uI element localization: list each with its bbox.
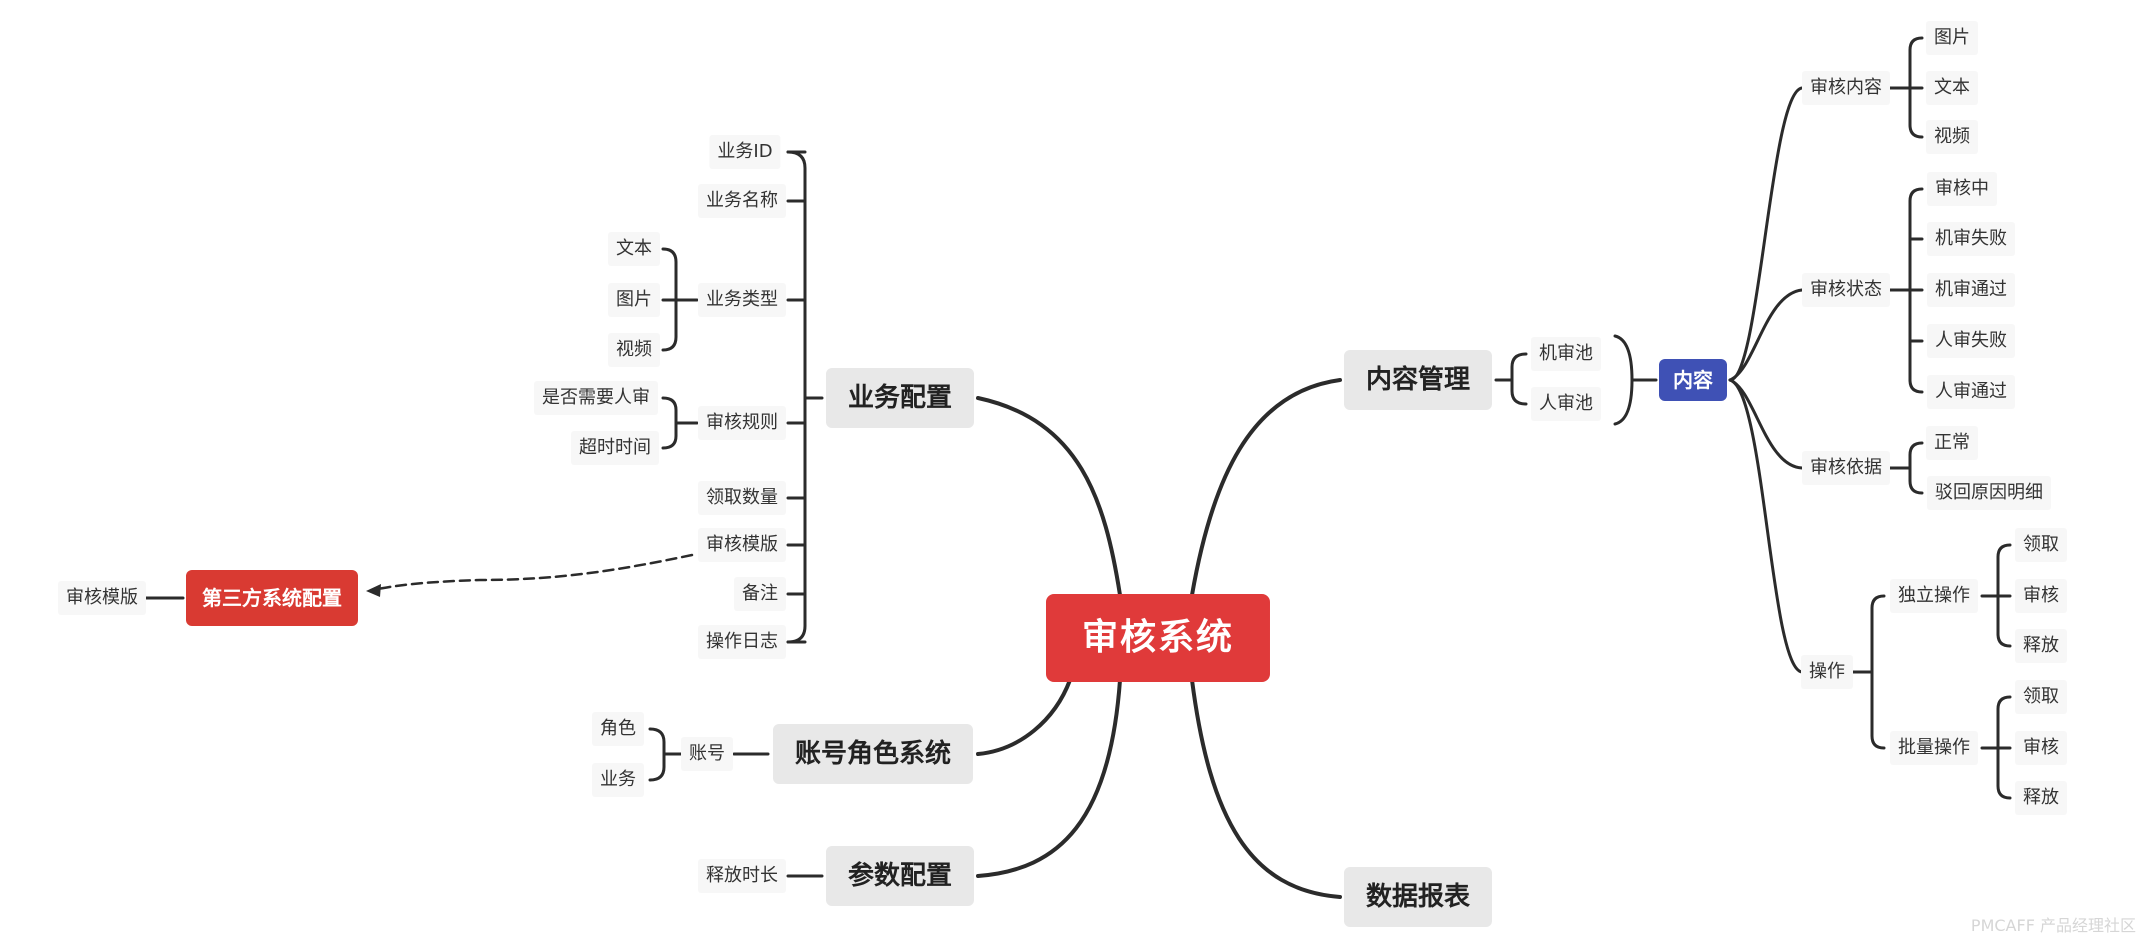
link-root-content (1190, 378, 1342, 597)
link-root-reports (1190, 678, 1342, 899)
topic-third-party-config[interactable]: 第三方系统配置 (186, 570, 358, 626)
subtopic-audit-status[interactable]: 审核状态 (1802, 273, 1890, 307)
subtopic-single-review[interactable]: 审核 (2015, 579, 2067, 613)
subtopic-manual-pool[interactable]: 人审池 (1531, 387, 1601, 421)
subtopic-batch-operation[interactable]: 批量操作 (1890, 731, 1978, 765)
link-content-operation (1728, 378, 1804, 674)
subtopic-account[interactable]: 账号 (681, 737, 733, 771)
subtopic-type-image[interactable]: 图片 (608, 283, 660, 317)
subtopic-claim-count[interactable]: 领取数量 (698, 481, 786, 515)
subtopic-single-release[interactable]: 释放 (2015, 629, 2067, 663)
subtopic-need-manual-review[interactable]: 是否需要人审 (534, 381, 658, 415)
subtopic-content-video[interactable]: 视频 (1926, 120, 1978, 154)
topic-account-role-system[interactable]: 账号角色系统 (772, 724, 974, 784)
subtopic-status-manual-fail[interactable]: 人审失败 (1927, 324, 2015, 358)
subtopic-status-machine-pass[interactable]: 机审通过 (1927, 273, 2015, 307)
subtopic-business-id[interactable]: 业务ID (709, 135, 781, 169)
bracket-rules (661, 396, 678, 450)
dashed-link-template-third-party (370, 553, 694, 592)
subtopic-audit-template[interactable]: 审核模版 (698, 528, 786, 562)
bracket-business (786, 150, 807, 644)
subtopic-batch-claim[interactable]: 领取 (2015, 680, 2067, 714)
subtopic-operation[interactable]: 操作 (1801, 655, 1853, 689)
subtopic-single-claim[interactable]: 领取 (2015, 528, 2067, 562)
subtopic-status-manual-pass[interactable]: 人审通过 (1927, 375, 2015, 409)
subtopic-third-party-template[interactable]: 审核模版 (58, 581, 146, 615)
subtopic-audit-basis[interactable]: 审核依据 (1802, 451, 1890, 485)
subtopic-type-text[interactable]: 文本 (608, 232, 660, 266)
subtopic-batch-release[interactable]: 释放 (2015, 781, 2067, 815)
subtopic-business-name[interactable]: 业务名称 (698, 184, 786, 218)
subtopic-operation-log[interactable]: 操作日志 (698, 625, 786, 659)
topic-param-config[interactable]: 参数配置 (825, 846, 975, 906)
arrowhead-icon (366, 584, 381, 597)
link-root-account (976, 678, 1072, 756)
subtopic-release-duration[interactable]: 释放时长 (698, 859, 786, 893)
subtopic-single-operation[interactable]: 独立操作 (1890, 579, 1978, 613)
bracket-audit-basis (1908, 441, 1924, 495)
subtopic-type-video[interactable]: 视频 (608, 333, 660, 367)
link-content-audit-content (1728, 86, 1804, 382)
link-content-audit-status (1728, 288, 1804, 382)
subtopic-content-text[interactable]: 文本 (1926, 71, 1978, 105)
subtopic-basis-normal[interactable]: 正常 (1926, 426, 1978, 460)
subtopic-remark[interactable]: 备注 (734, 577, 786, 611)
bracket-operation (1870, 594, 1886, 750)
bracket-pools (1510, 352, 1528, 406)
link-root-params (976, 678, 1122, 878)
link-root-business (976, 396, 1122, 597)
root-topic[interactable]: 审核系统 (1045, 594, 1271, 682)
topic-data-reports[interactable]: 数据报表 (1343, 867, 1493, 927)
topic-business-config[interactable]: 业务配置 (825, 368, 975, 428)
subtopic-status-machine-fail[interactable]: 机审失败 (1927, 222, 2015, 256)
subtopic-basis-reject-detail[interactable]: 驳回原因明细 (1927, 476, 2051, 510)
subtopic-account-business[interactable]: 业务 (592, 763, 644, 797)
subtopic-audit-content[interactable]: 审核内容 (1802, 71, 1890, 105)
subtopic-batch-review[interactable]: 审核 (2015, 731, 2067, 765)
subtopic-timeout[interactable]: 超时时间 (571, 431, 659, 465)
watermark: PMCAFF 产品经理社区 (1970, 916, 2136, 935)
topic-content[interactable]: 内容 (1659, 359, 1727, 401)
subtopic-role[interactable]: 角色 (592, 712, 644, 746)
subtopic-audit-rules[interactable]: 审核规则 (698, 406, 786, 440)
bracket-pools-out (1613, 334, 1634, 426)
bracket-account (648, 727, 666, 782)
subtopic-machine-pool[interactable]: 机审池 (1531, 337, 1601, 371)
subtopic-business-type[interactable]: 业务类型 (698, 283, 786, 317)
subtopic-content-image[interactable]: 图片 (1926, 21, 1978, 55)
topic-content-management[interactable]: 内容管理 (1343, 350, 1493, 410)
subtopic-status-in-review[interactable]: 审核中 (1927, 172, 1997, 206)
